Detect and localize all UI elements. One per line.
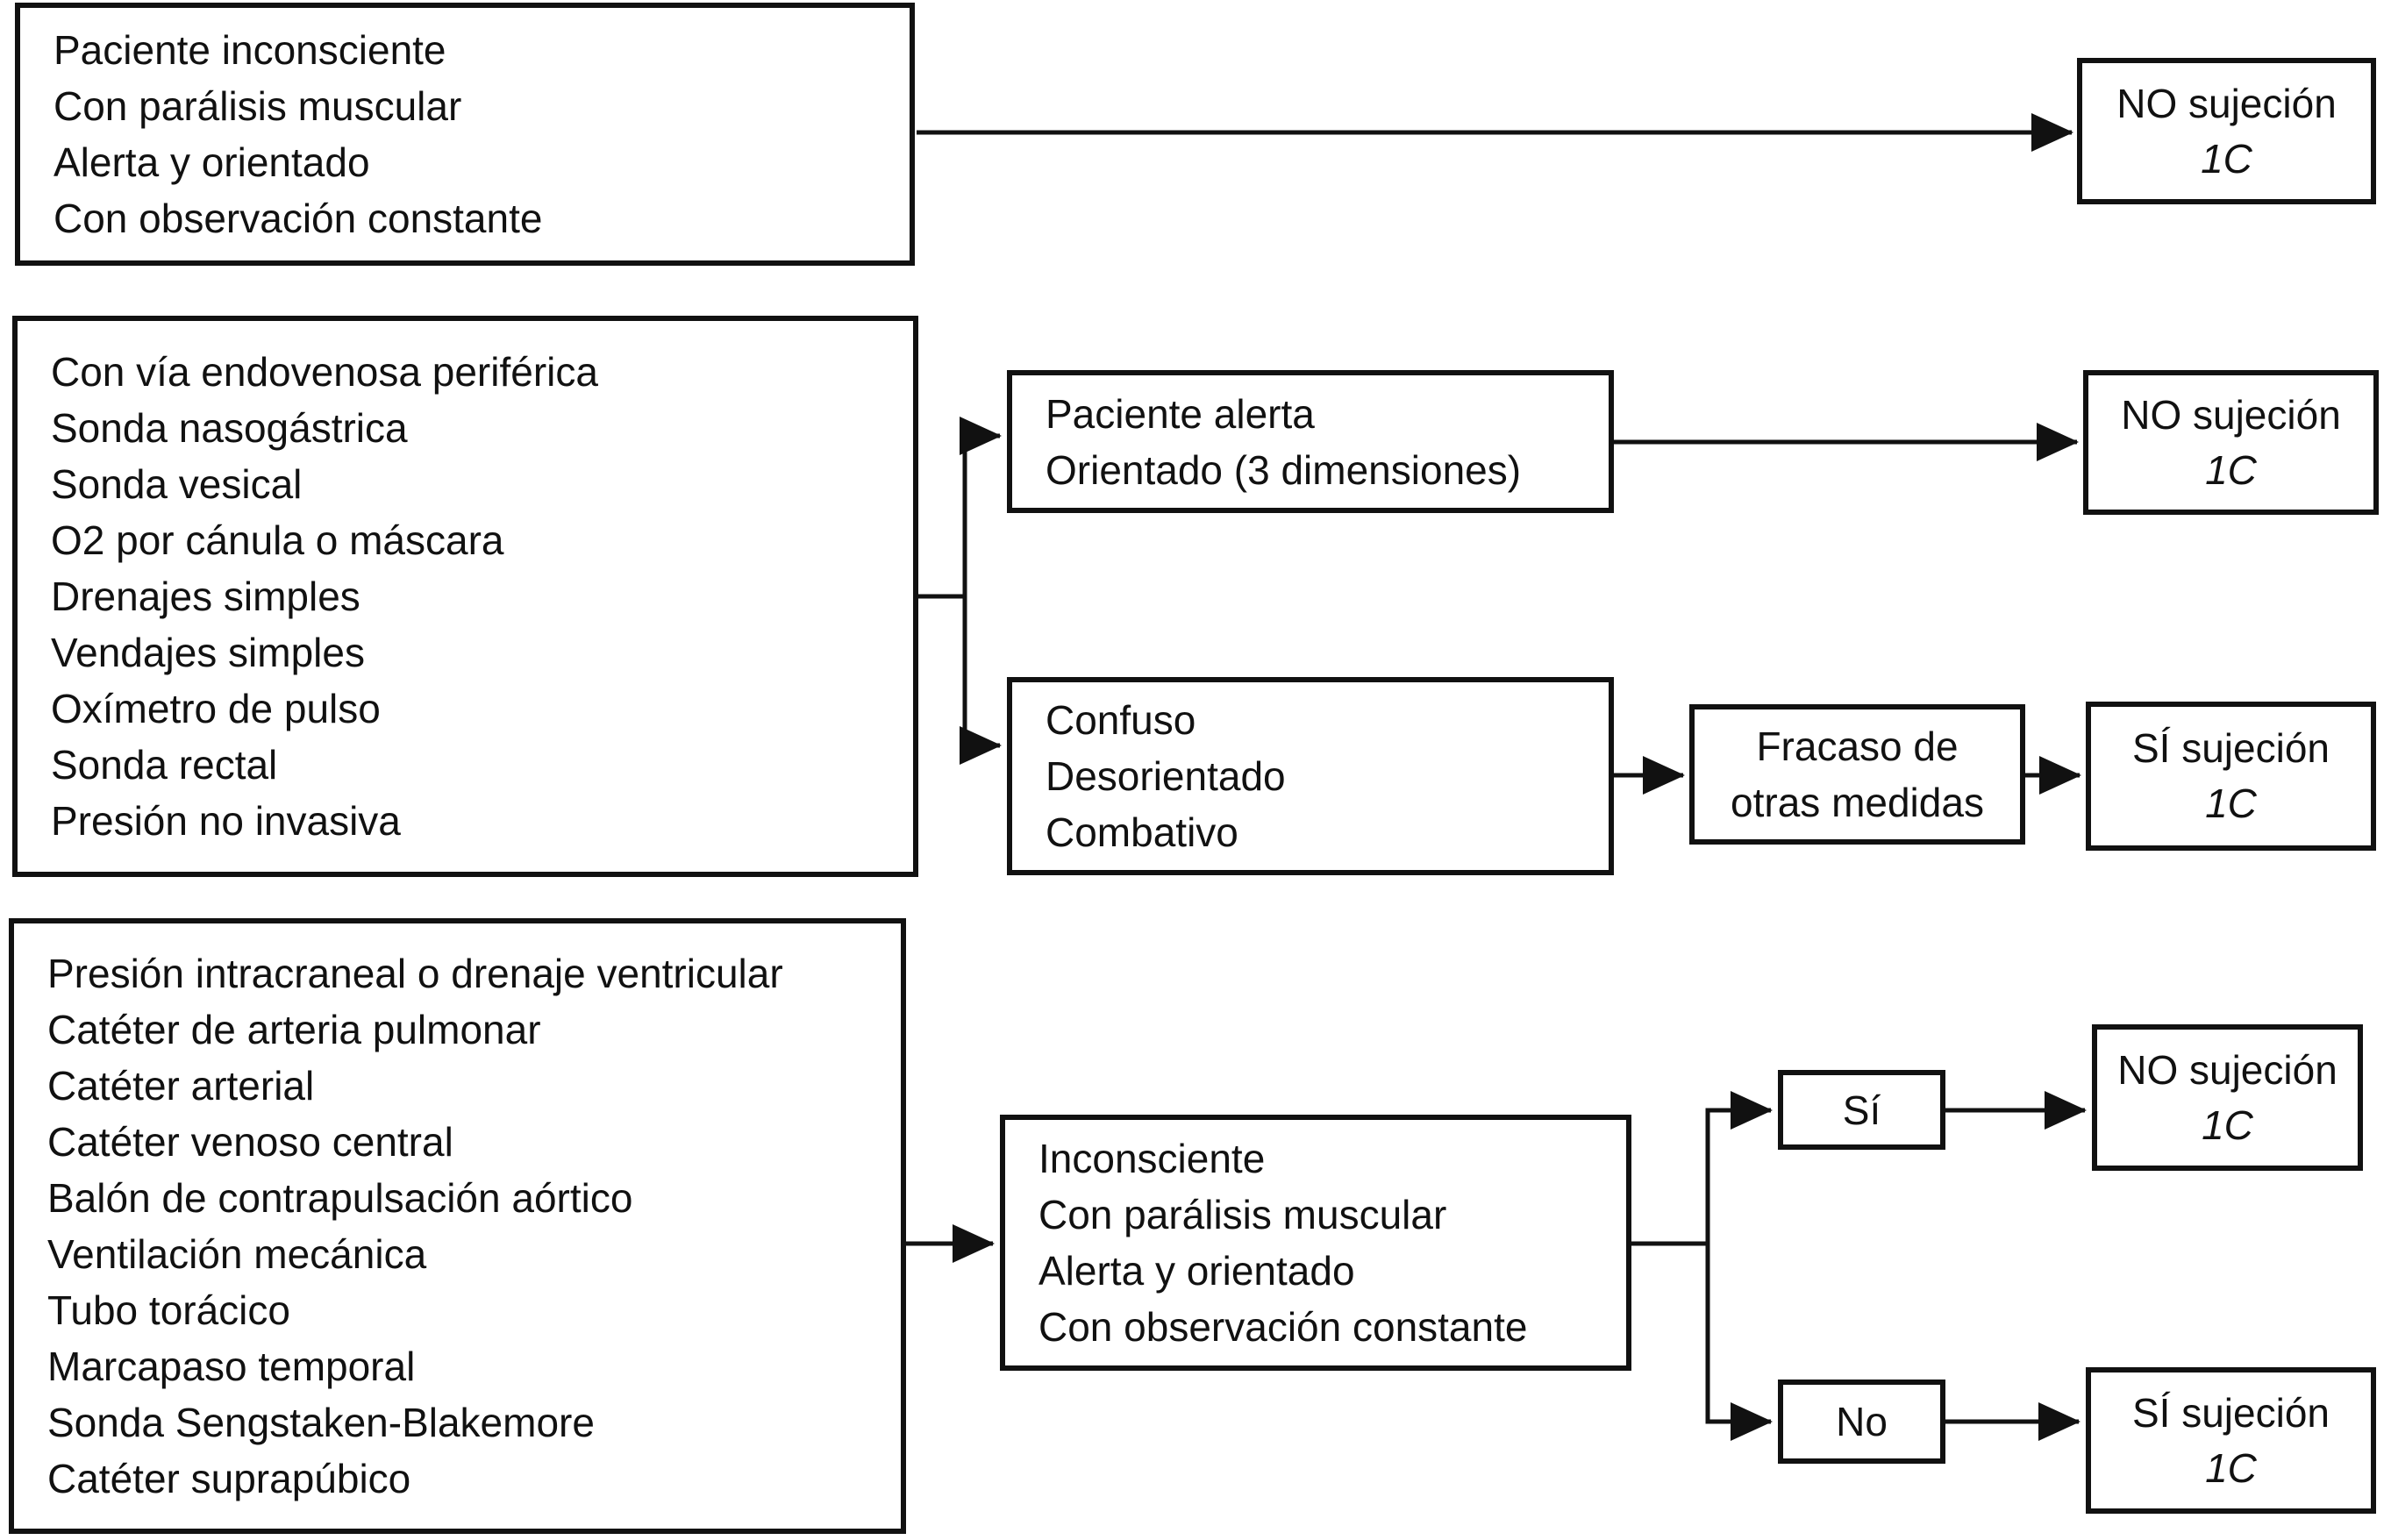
node-criteria-top: Paciente inconsciente Con parálisis musc… — [15, 3, 915, 266]
node-devices-basic: Con vía endovenosa periférica Sonda naso… — [12, 316, 918, 877]
node-patient-confused: Confuso Desorientado Combativo — [1007, 677, 1614, 875]
result-label: SÍ sujeción — [2131, 725, 2330, 771]
text-line: Inconsciente — [1038, 1136, 1266, 1181]
text-line: Sonda Sengstaken-Blakemore — [47, 1400, 595, 1445]
text-line: Con parálisis muscular — [54, 83, 462, 129]
evidence-grade: 1C — [2205, 781, 2257, 826]
text-line: Confuso — [1046, 697, 1196, 743]
text-line: Paciente inconsciente — [54, 27, 446, 73]
text-line: Drenajes simples — [51, 574, 360, 619]
result-label: NO sujeción — [2121, 391, 2341, 438]
text-line: Vendajes simples — [51, 630, 365, 675]
decision-label: Sí — [1842, 1087, 1881, 1133]
decision-label: No — [1836, 1399, 1888, 1444]
text-line: Catéter de arteria pulmonar — [47, 1007, 541, 1052]
node-decision-no: No — [1778, 1380, 1945, 1464]
text-line: Ventilación mecánica — [47, 1231, 427, 1277]
node-patient-state: Inconsciente Con parálisis muscular Aler… — [1000, 1115, 1631, 1371]
result-label: NO sujeción — [2116, 80, 2337, 126]
text-line: Con vía endovenosa periférica — [51, 349, 598, 395]
node-devices-critical: Presión intracraneal o drenaje ventricul… — [9, 918, 906, 1534]
text-line: Catéter arterial — [47, 1063, 315, 1109]
text-line: O2 por cánula o máscara — [51, 517, 504, 563]
text-line: Combativo — [1046, 809, 1238, 855]
evidence-grade: 1C — [2201, 135, 2252, 182]
evidence-grade: 1C — [2205, 1444, 2257, 1491]
node-result-no-yes-restraint: SÍ sujeción 1C — [2086, 1367, 2376, 1514]
text-line: Marcapaso temporal — [47, 1344, 416, 1389]
text-line: Orientado (3 dimensiones) — [1046, 446, 1522, 493]
node-patient-alert: Paciente alerta Orientado (3 dimensiones… — [1007, 370, 1614, 513]
text-line: Alerta y orientado — [54, 139, 370, 185]
text-line: otras medidas — [1731, 780, 1984, 825]
result-label: SÍ sujeción — [2131, 1389, 2330, 1436]
node-result-top-no-restraint: NO sujeción 1C — [2077, 58, 2376, 204]
text-line: Catéter venoso central — [47, 1119, 453, 1165]
text-line: Tubo torácico — [47, 1287, 290, 1333]
text-line: Alerta y orientado — [1038, 1248, 1355, 1294]
result-label: NO sujeción — [2117, 1046, 2337, 1093]
text-line: Balón de contrapulsación aórtico — [47, 1175, 633, 1221]
text-line: Oxímetro de pulso — [51, 686, 381, 731]
text-line: Sonda rectal — [51, 742, 278, 788]
text-line: Presión no invasiva — [51, 798, 401, 844]
evidence-grade: 1C — [2202, 1102, 2253, 1148]
text-line: Presión intracraneal o drenaje ventricul… — [47, 951, 783, 996]
text-line: Catéter suprapúbico — [47, 1456, 411, 1501]
node-failure-other-measures: Fracaso de otras medidas — [1689, 704, 2025, 845]
text-line: Con parálisis muscular — [1038, 1192, 1447, 1237]
text-line: Paciente alerta — [1046, 390, 1315, 437]
node-result-alert-no-restraint: NO sujeción 1C — [2083, 370, 2379, 515]
text-line: Con observación constante — [1038, 1304, 1528, 1350]
node-result-confused-yes-restraint: SÍ sujeción 1C — [2086, 702, 2376, 851]
node-decision-yes: Sí — [1778, 1070, 1945, 1150]
text-line: Con observación constante — [54, 196, 543, 241]
evidence-grade: 1C — [2205, 446, 2257, 493]
text-line: Sonda vesical — [51, 461, 303, 507]
text-line: Sonda nasogástrica — [51, 405, 408, 451]
node-result-yes-no-restraint: NO sujeción 1C — [2092, 1024, 2363, 1171]
text-line: Desorientado — [1046, 753, 1286, 799]
text-line: Fracaso de — [1756, 724, 1959, 769]
